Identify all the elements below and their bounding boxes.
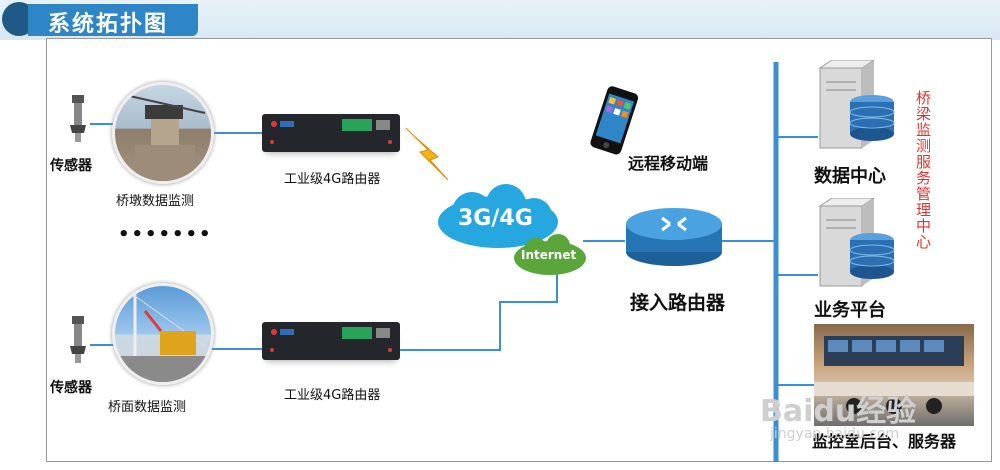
- page-title: 系统拓扑图: [48, 12, 169, 37]
- site-top-label: 桥墩数据监测: [116, 194, 195, 209]
- watermark-url: jingyan.baidu.com: [770, 426, 900, 442]
- router-bottom-label: 工业级4G路由器: [284, 388, 381, 403]
- ellipsis-dots: •••••••: [118, 224, 213, 245]
- database-server-icon-1: [818, 60, 895, 149]
- database-server-icon-2: [818, 198, 895, 287]
- site-bottom-label: 桥面数据监测: [108, 400, 187, 415]
- internet-cloud-icon: [514, 234, 586, 275]
- cloud-icon: [438, 184, 558, 248]
- bridge-pier-photo: [112, 82, 214, 184]
- access-router-label: 接入路由器: [630, 292, 726, 314]
- server-data-center-label: 数据中心: [814, 166, 886, 187]
- internet-label: Internet: [521, 248, 577, 262]
- smartphone-icon: [590, 86, 639, 155]
- access-router-icon: [626, 208, 722, 266]
- management-center-label: 桥梁监测服务管理中心: [914, 90, 932, 250]
- industrial-router-bottom: [262, 322, 400, 360]
- cloud-label: 3G/4G: [458, 206, 533, 231]
- mobile-label: 远程移动端: [628, 154, 709, 173]
- sensor-top-label: 传感器: [50, 158, 92, 174]
- sensor-bottom-label: 传感器: [50, 380, 92, 396]
- monitor-room-label: 监控室后台、服务器: [812, 432, 957, 451]
- router-top-label: 工业级4G路由器: [284, 172, 381, 187]
- pressure-sensor-icon-top: [70, 95, 86, 142]
- title-tab: [28, 4, 198, 36]
- pressure-sensor-icon-bottom: [70, 316, 86, 363]
- server-business-label: 业务平台: [814, 300, 886, 321]
- industrial-router-top: [262, 114, 400, 152]
- monitor-room-photo: [814, 324, 974, 426]
- bridge-deck-photo: [112, 283, 214, 385]
- watermark-brand: Baidu经验: [760, 394, 917, 429]
